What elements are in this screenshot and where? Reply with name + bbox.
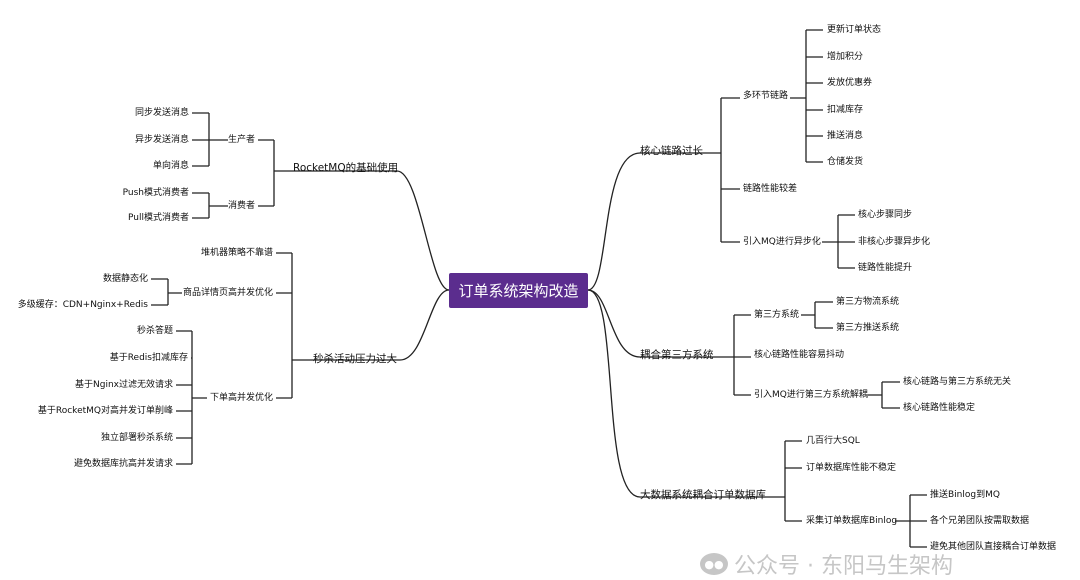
connector-0 [290, 170, 450, 291]
node-branches-seckill-detail-items-0[interactable]: 数据静态化 [102, 274, 148, 284]
node-branches-seckill-order-items-4[interactable]: 独立部署秒杀系统 [100, 433, 173, 443]
node-branches-third-label[interactable]: 耦合第三方系统 [640, 349, 714, 361]
connector-3 [587, 289, 716, 358]
connector-15 [801, 301, 833, 329]
connector-7 [192, 192, 228, 219]
node-branches-seckill-detail-label[interactable]: 商品详情页高并发优化 [182, 288, 273, 298]
connector-4 [587, 289, 768, 498]
node-branches-rocketmq-label[interactable]: RocketMQ的基础使用 [293, 162, 399, 174]
node-branches-third-sys-label[interactable]: 第三方系统 [754, 310, 800, 320]
node-branches-third-decouple-items-1[interactable]: 核心链路性能稳定 [903, 403, 976, 413]
node-branches-bigdata-items-1[interactable]: 订单数据库性能不稳定 [806, 463, 897, 473]
node-branches-seckill-order-label[interactable]: 下单高并发优化 [209, 393, 273, 403]
connector-6 [192, 112, 228, 167]
node-branches-rocketmq-producer-label[interactable]: 生产者 [228, 135, 256, 145]
node-branches-bigdata-label[interactable]: 大数据系统耦合订单数据库 [640, 489, 766, 501]
node-branches-bigdata-items-0[interactable]: 几百行大SQL [806, 436, 860, 446]
node-branches-seckill-detail-items-1[interactable]: 多级缓存：CDN+Nginx+Redis [17, 300, 148, 310]
node-branches-core-multi-items-2[interactable]: 发放优惠券 [827, 78, 873, 88]
connector-1 [292, 289, 450, 361]
connector-2 [587, 152, 705, 291]
node-branches-third-sys-items-1[interactable]: 第三方推送系统 [836, 323, 900, 333]
node-branches-seckill-order-items-5[interactable]: 避免数据库抗高并发请求 [73, 459, 173, 469]
node-branches-seckill-order-items-3[interactable]: 基于RocketMQ对高并发订单削峰 [37, 406, 173, 416]
connector-16 [868, 381, 900, 409]
node-branches-core-multi-items-0[interactable]: 更新订单状态 [827, 25, 882, 35]
node-branches-core-perf[interactable]: 链路性能较差 [743, 184, 798, 194]
connector-13 [822, 214, 855, 269]
node-branches-core-multi-items-3[interactable]: 扣减库存 [827, 105, 864, 115]
connector-14 [716, 314, 751, 396]
node-branches-core-multi-items-4[interactable]: 推送消息 [827, 131, 864, 141]
node-branches-seckill-order-items-2[interactable]: 基于Nginx过滤无效请求 [75, 380, 173, 390]
node-branches-seckill-items-0[interactable]: 堆机器策略不靠谱 [200, 248, 273, 258]
connector-10 [176, 330, 207, 465]
node-branches-third-jitter[interactable]: 核心链路性能容易抖动 [754, 350, 845, 360]
node-branches-bigdata-binlog-label[interactable]: 采集订单数据库Binlog [806, 516, 898, 526]
node-branches-core-multi-label[interactable]: 多环节链路 [743, 91, 789, 101]
watermark: ●● 公众号 · 东阳马生架构 [700, 548, 953, 580]
node-branches-core-multi-items-1[interactable]: 增加积分 [827, 52, 864, 62]
connector-8 [276, 252, 293, 399]
connector-11 [705, 97, 740, 243]
node-branches-core-multi-items-5[interactable]: 仓储发货 [827, 157, 864, 167]
node-branches-seckill-order-items-0[interactable]: 秒杀答题 [136, 326, 173, 336]
connector-5 [258, 139, 290, 207]
node-branches-core-async-label[interactable]: 引入MQ进行异步化 [743, 237, 821, 247]
connector-12 [790, 29, 823, 163]
wechat-icon: ●● [700, 553, 728, 575]
node-branches-rocketmq-consumer-items-0[interactable]: Push模式消费者 [122, 188, 189, 198]
node-branches-rocketmq-consumer-label[interactable]: 消费者 [228, 201, 256, 211]
node-branches-bigdata-binlog-items-2[interactable]: 避免其他团队直接耦合订单数据 [930, 542, 1057, 552]
node-branches-rocketmq-producer-items-1[interactable]: 异步发送消息 [134, 135, 189, 145]
connector-9 [151, 278, 182, 306]
node-branches-core-async-items-0[interactable]: 核心步骤同步 [858, 210, 913, 220]
node-branches-seckill-label[interactable]: 秒杀活动压力过大 [313, 353, 397, 365]
node-branches-seckill-order-items-1[interactable]: 基于Redis扣减库存 [109, 353, 188, 363]
connector-18 [895, 494, 927, 548]
node-branches-rocketmq-producer-items-2[interactable]: 单向消息 [152, 161, 189, 171]
node-branches-core-async-items-1[interactable]: 非核心步骤异步化 [858, 237, 931, 247]
connector-17 [768, 440, 802, 522]
center-node[interactable]: 订单系统架构改造 [449, 273, 588, 308]
node-branches-third-sys-items-0[interactable]: 第三方物流系统 [836, 297, 900, 307]
node-branches-rocketmq-producer-items-0[interactable]: 同步发送消息 [134, 108, 189, 118]
node-branches-third-decouple-label[interactable]: 引入MQ进行第三方系统解耦 [754, 390, 868, 400]
node-branches-bigdata-binlog-items-1[interactable]: 各个兄弟团队按需取数据 [930, 516, 1030, 526]
node-branches-core-label[interactable]: 核心链路过长 [640, 145, 703, 157]
node-branches-third-decouple-items-0[interactable]: 核心链路与第三方系统无关 [903, 377, 1012, 387]
watermark-text: 公众号 · 东阳马生架构 [734, 554, 953, 579]
node-branches-rocketmq-consumer-items-1[interactable]: Pull模式消费者 [128, 213, 189, 223]
node-branches-bigdata-binlog-items-0[interactable]: 推送Binlog到MQ [930, 490, 1000, 500]
node-branches-core-async-items-2[interactable]: 链路性能提升 [858, 263, 913, 273]
